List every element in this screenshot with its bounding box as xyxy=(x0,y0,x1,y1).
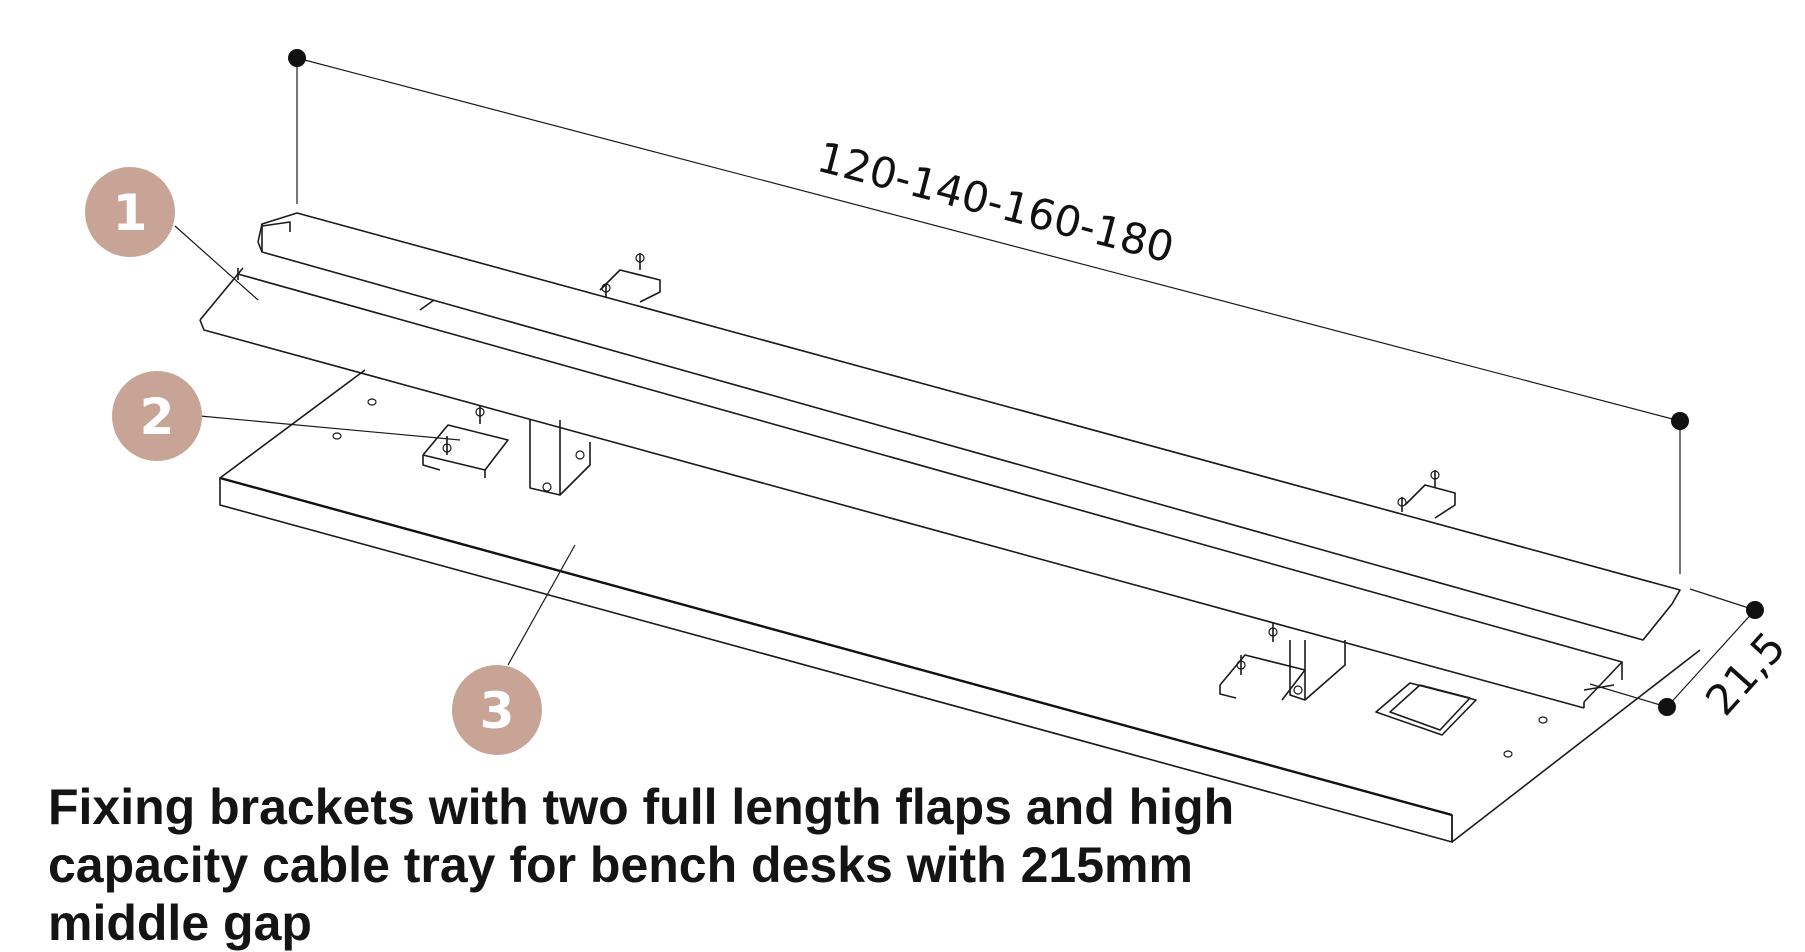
leader-line-1 xyxy=(174,225,259,301)
length-endpoint-right xyxy=(1671,412,1689,430)
depth-extension-bottom xyxy=(1589,683,1668,708)
callout-1: 1 xyxy=(85,167,175,257)
callout-1-number: 1 xyxy=(113,184,148,242)
length-endpoint-left xyxy=(288,49,306,67)
callout-2: 2 xyxy=(112,371,202,461)
cable-tray xyxy=(219,369,1701,843)
front-flap xyxy=(199,267,1623,709)
leader-line-3 xyxy=(507,544,576,666)
depth-extension-top xyxy=(1689,588,1756,611)
bracket-studs-top xyxy=(599,253,1456,519)
depth-label: 21,5 xyxy=(1696,622,1795,724)
length-label: 120-140-160-180 xyxy=(812,132,1179,272)
rear-flap xyxy=(257,212,1681,641)
depth-dimension-line xyxy=(1666,609,1756,708)
depth-endpoint-bottom xyxy=(1658,698,1676,716)
product-caption: Fixing brackets with two full length fla… xyxy=(48,779,1235,951)
fixing-bracket-left xyxy=(422,405,591,496)
callout-3-number: 3 xyxy=(480,682,515,740)
fixing-bracket-right xyxy=(1219,622,1346,701)
leader-line-2 xyxy=(199,415,461,441)
callout-2-number: 2 xyxy=(140,388,175,446)
length-dimension-line xyxy=(296,57,1681,422)
length-dimension: 120-140-160-180 xyxy=(288,49,1689,574)
depth-endpoint-top xyxy=(1746,601,1764,619)
depth-dimension: 21,5 xyxy=(1589,588,1795,725)
callout-3: 3 xyxy=(452,665,542,755)
